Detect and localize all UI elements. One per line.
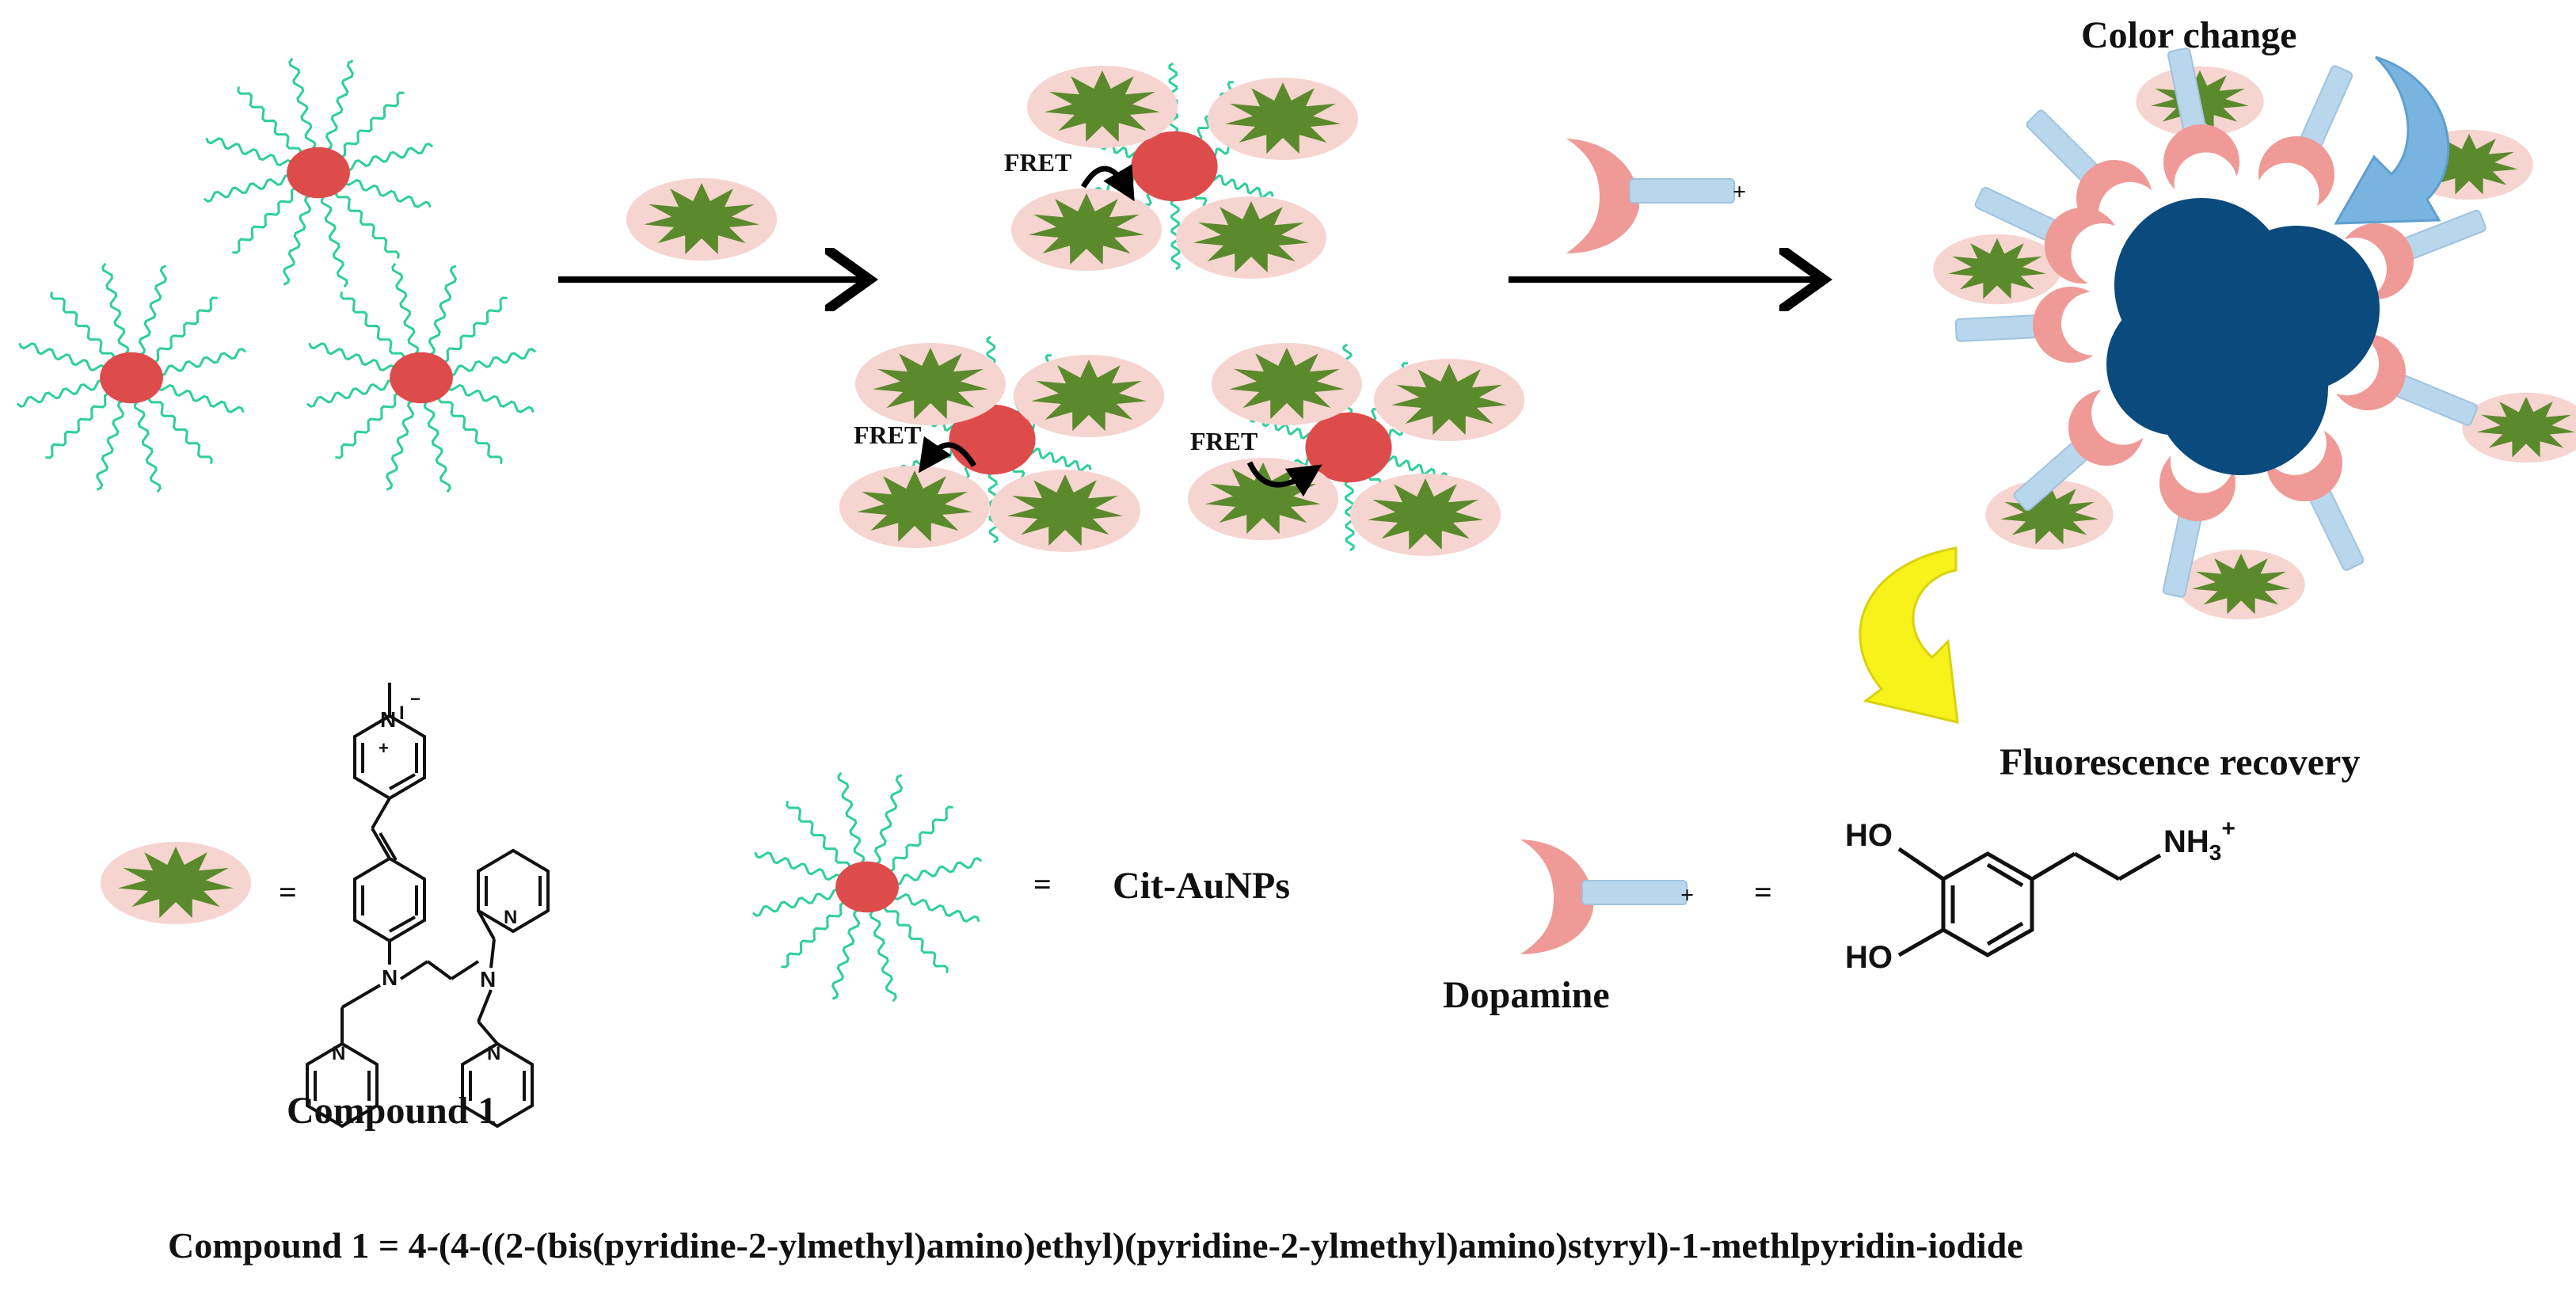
compound-1-dye <box>1208 78 1358 160</box>
compound-1-dye <box>1212 343 1362 425</box>
compound-1-dye <box>990 470 1140 552</box>
equals-sign: = <box>279 874 297 910</box>
compound-1-dye <box>1350 474 1501 556</box>
compound-1-structure <box>306 683 550 1129</box>
fret-curve-arrow <box>1246 461 1322 497</box>
svg-text:+: + <box>1680 882 1694 908</box>
dopamine-structure <box>1897 847 2162 957</box>
dopamine-symbol-legend: + <box>1520 839 1694 954</box>
compound-1-dye-group <box>101 66 2576 924</box>
fluorescence-recovery-label: Fluorescence recovery <box>2000 741 2360 783</box>
pyridine-nitrogen: N <box>504 907 517 928</box>
compound-1-dye <box>1011 188 1162 271</box>
bound-dopamine <box>2255 65 2353 226</box>
compound-1-dye <box>1176 196 1326 279</box>
compound-1-dye <box>2177 549 2305 620</box>
gold-nanoparticle <box>203 57 434 288</box>
pyridinium-charge: + <box>379 738 389 758</box>
compound-1-dye <box>1014 355 1164 437</box>
gold-nanoparticle-group <box>16 57 1448 1003</box>
dopamine-label: Dopamine <box>1443 974 1610 1016</box>
bound-dopamine <box>1974 186 2135 287</box>
ammonium-label: NH3+ <box>2163 816 2235 865</box>
cit-aunps-label: Cit-AuNPs <box>1113 865 1290 907</box>
dopamine-symbol-stage: + <box>1566 139 1746 253</box>
equals-sign: = <box>1033 866 1052 902</box>
fret-label: FRET <box>1190 427 1258 455</box>
color-change-arrow <box>2334 55 2450 225</box>
compound-1-dye <box>1374 359 1524 441</box>
gold-nanoparticle <box>751 771 983 1003</box>
hydroxyl-label: HO <box>1845 818 1893 853</box>
compound-1-dye <box>1933 234 2061 305</box>
fluorescence-recovery-arrow <box>1859 546 1959 724</box>
pyridine-nitrogen: N <box>332 1043 345 1064</box>
aggregated-gold-nanoparticle <box>2106 293 2249 436</box>
fret-label: FRET <box>1004 148 1071 177</box>
compound-1-caption: Compound 1 = 4-(4-((2-(bis(pyridine-2-yl… <box>168 1225 2023 1266</box>
fret-curve-arrow <box>1080 164 1135 202</box>
svg-text:+: + <box>1733 179 1746 205</box>
compound-1-dye <box>2462 392 2576 463</box>
color-change-label: Color change <box>2081 14 2296 56</box>
compound-1-label: Compound 1 <box>287 1090 497 1132</box>
iodide-label: I <box>399 702 405 724</box>
fret-label: FRET <box>854 421 921 449</box>
aggregated-nanoparticles <box>1954 48 2487 598</box>
gold-nanoparticle <box>306 262 537 493</box>
compound-1-dye <box>626 178 777 261</box>
compound-1-dye <box>1188 458 1338 540</box>
pyridinium-nitrogen: N <box>380 707 396 732</box>
hydroxyl-label: HO <box>1845 940 1893 975</box>
bound-dopamine <box>1954 287 2125 363</box>
compound-1-dye <box>1027 66 1178 148</box>
iodide-charge: − <box>410 689 420 709</box>
pyridine-nitrogen: N <box>487 1043 500 1064</box>
gold-nanoparticle <box>16 262 247 493</box>
compound-1-dye <box>839 466 990 548</box>
amine-nitrogen: N <box>480 967 496 992</box>
equals-sign: = <box>1754 874 1772 910</box>
fret-curve-arrow <box>918 436 976 474</box>
compound-1-dye <box>101 842 251 924</box>
compound-1-dye <box>855 343 1006 425</box>
amine-nitrogen: N <box>382 965 398 990</box>
